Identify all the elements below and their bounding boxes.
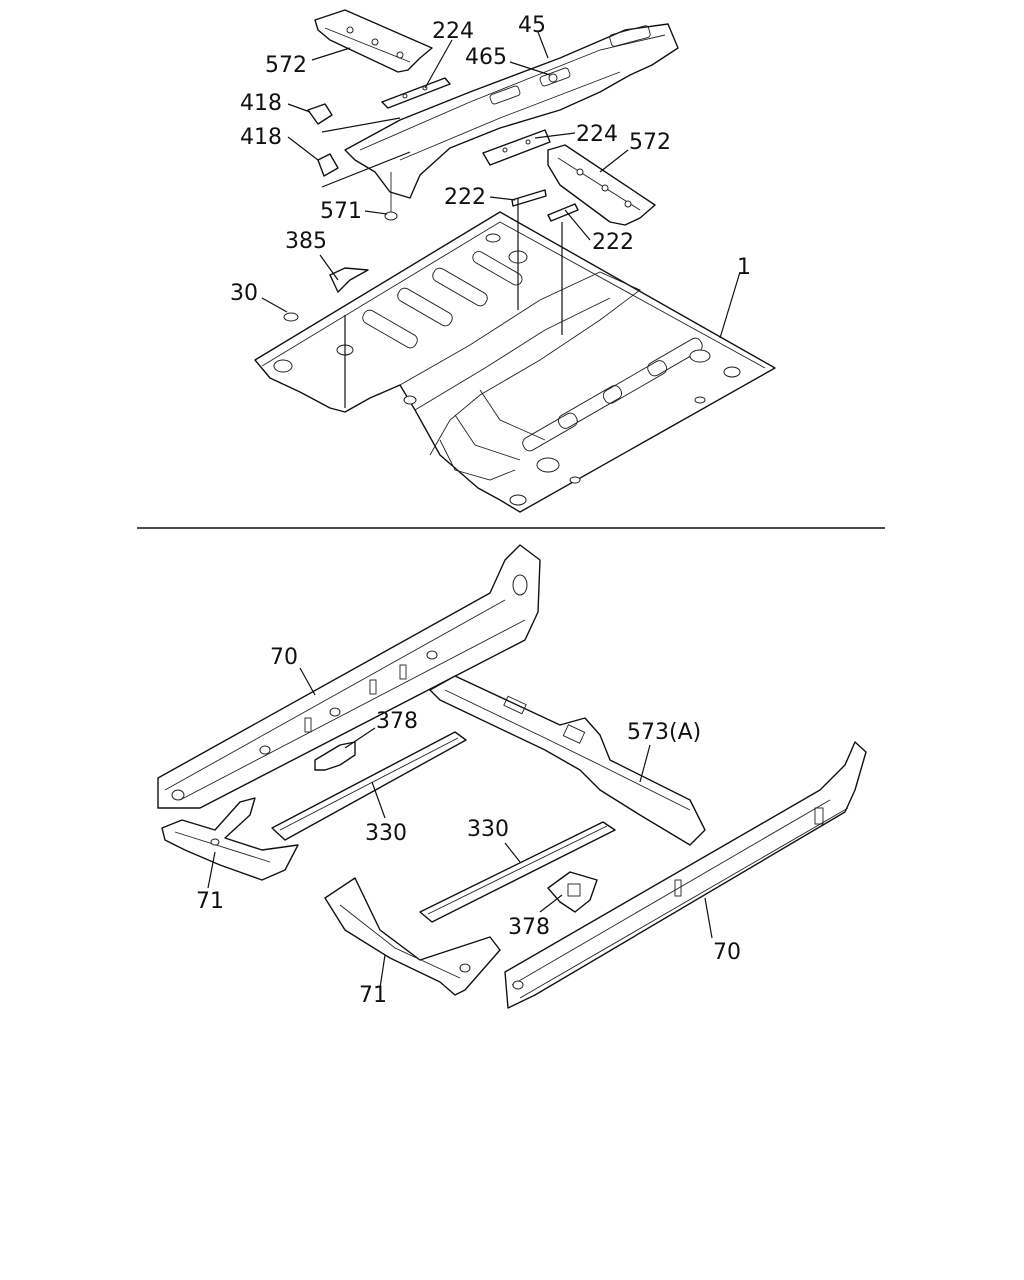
bolt-571 [384,172,398,221]
callout-70: 70 [270,645,298,670]
callout-30: 30 [230,281,258,306]
floor-rail-330-left [271,731,467,841]
callout-330: 330 [467,817,509,842]
rear-rail-71-left [161,797,299,881]
clip-418-lower [317,153,339,177]
clip-418-upper [307,103,333,125]
crossmember-573a [429,675,706,846]
callout-378: 378 [508,915,550,940]
callout-71: 71 [196,889,224,914]
bracket-572-right [547,144,656,226]
side-sill-70-left [157,544,541,809]
rear-crossmember [344,23,679,199]
callout-224: 224 [432,19,474,44]
callout-330: 330 [365,821,407,846]
callout-224: 224 [576,122,618,147]
callout-222: 222 [444,185,486,210]
nut-465 [548,73,558,83]
brace-222-right [547,203,579,222]
floor-rail-330-center [419,821,616,923]
assembly-lines [321,117,563,408]
bracket-385 [329,267,369,293]
bracket-378-upper [314,741,356,771]
callout-45: 45 [518,13,546,38]
callout-71: 71 [359,983,387,1008]
bracket-572-left [314,9,433,73]
callout-465: 465 [465,45,507,70]
side-sill-70-right [504,741,867,1009]
callout-70: 70 [713,940,741,965]
callout-572: 572 [265,53,307,78]
callout-1: 1 [737,255,751,280]
bracket-378-lower [547,871,598,913]
callout-385: 385 [285,229,327,254]
callout-573a: 573(A) [627,720,701,745]
callout-572: 572 [629,130,671,155]
leader-lines [207,31,741,989]
reinforcement-224-upper [381,77,451,109]
callout-418: 418 [240,91,282,116]
callout-571: 571 [320,199,362,224]
grommet-30 [283,312,299,322]
floor-panel [254,211,776,513]
callout-378: 378 [376,709,418,734]
reinforcement-224-lower [482,129,551,166]
rear-rail-71-lower [324,877,501,996]
callout-418: 418 [240,125,282,150]
brace-222-left [511,189,547,207]
callout-222: 222 [592,230,634,255]
